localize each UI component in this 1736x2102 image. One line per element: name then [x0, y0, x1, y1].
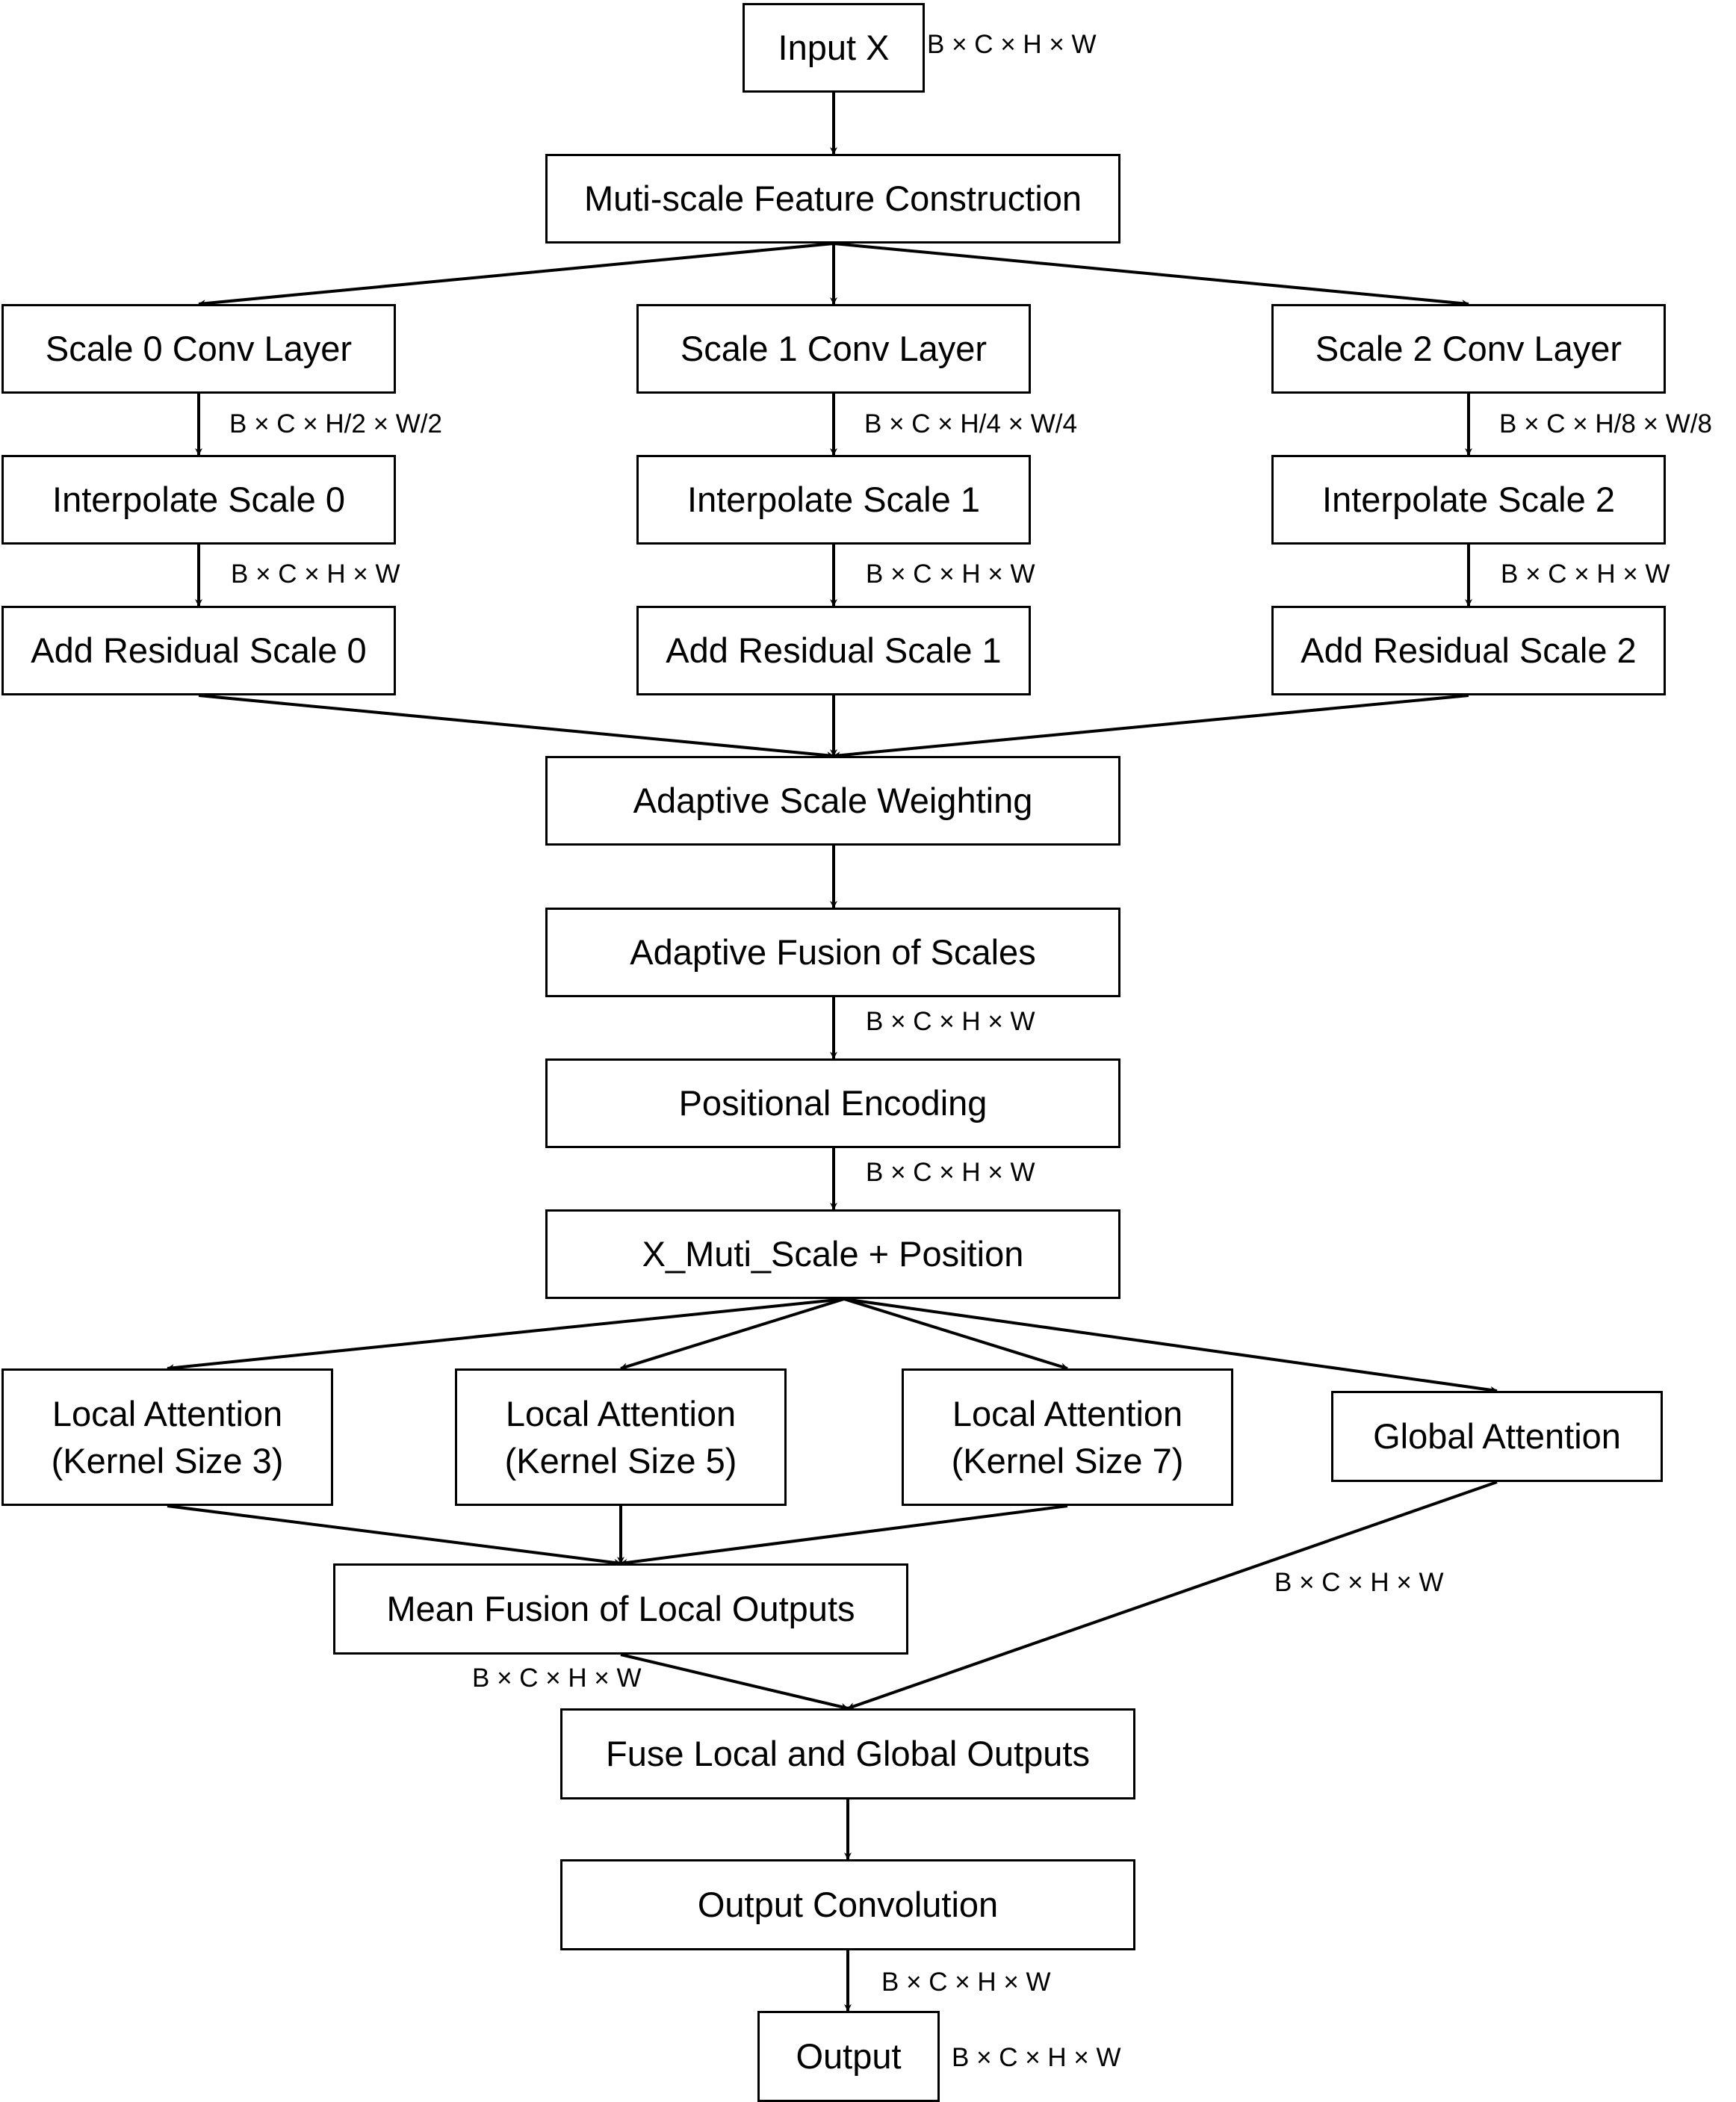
input-dim-label: B × C × H × W	[927, 30, 1097, 59]
output-label: Output	[796, 2036, 902, 2077]
feature-construction-label: Muti-scale Feature Construction	[583, 179, 1082, 219]
local-attention-k7-node: Local Attention (Kernel Size 7)	[902, 1368, 1233, 1506]
interpolate-scale0-node: Interpolate Scale 0	[1, 455, 396, 545]
local-attention-k7-title: Local Attention	[952, 1393, 1183, 1433]
positional-encoding-label: Positional Encoding	[678, 1083, 988, 1123]
edge-mean-to-fuse	[620, 1653, 849, 1711]
global-attention-dim-label: B × C × H × W	[1274, 1568, 1444, 1597]
scale2-conv-label: Scale 2 Conv Layer	[1315, 329, 1622, 369]
edge-xms-to-la7	[843, 1298, 1068, 1371]
interpolate-scale2-node: Interpolate Scale 2	[1271, 455, 1666, 545]
residual-scale0-label: Add Residual Scale 0	[31, 630, 367, 671]
residual-scale0-node: Add Residual Scale 0	[1, 606, 396, 695]
interpolate-scale1-label: Interpolate Scale 1	[687, 480, 980, 520]
residual-scale2-label: Add Residual Scale 2	[1301, 630, 1637, 671]
edge-xms-to-la3	[167, 1298, 845, 1372]
output-node: Output	[757, 2011, 940, 2102]
mean-fusion-node: Mean Fusion of Local Outputs	[333, 1563, 908, 1655]
multiscale-position-node: X_Muti_Scale + Position	[545, 1209, 1120, 1299]
local-attention-k7-kernel: (Kernel Size 7)	[951, 1441, 1184, 1481]
scale0-conv-node: Scale 0 Conv Layer	[1, 304, 396, 394]
positional-encoding-node: Positional Encoding	[545, 1058, 1120, 1148]
adaptive-scale-weighting-node: Adaptive Scale Weighting	[545, 756, 1120, 846]
interpolate-scale2-dim-label: B × C × H × W	[1501, 559, 1670, 589]
adaptive-scale-weighting-label: Adaptive Scale Weighting	[633, 781, 1033, 821]
input-node: Input X	[743, 3, 925, 93]
edge-ga-to-fuse	[847, 1481, 1498, 1710]
global-attention-label: Global Attention	[1373, 1416, 1621, 1457]
scale2-conv-dim-label: B × C × H/8 × W/8	[1499, 409, 1712, 438]
mean-fusion-dim-label: B × C × H × W	[472, 1664, 642, 1693]
adaptive-fusion-label: Adaptive Fusion of Scales	[630, 932, 1036, 973]
output-convolution-node: Output Convolution	[560, 1859, 1135, 1950]
edge-res0-to-asw	[198, 694, 834, 760]
interpolate-scale0-dim-label: B × C × H × W	[231, 559, 400, 589]
scale1-conv-label: Scale 1 Conv Layer	[680, 329, 988, 369]
residual-scale1-label: Add Residual Scale 1	[666, 630, 1002, 671]
edge-la3-to-mean	[167, 1504, 621, 1566]
adaptive-fusion-dim-label: B × C × H × W	[866, 1007, 1035, 1036]
scale1-conv-node: Scale 1 Conv Layer	[636, 304, 1031, 394]
scale0-conv-dim-label: B × C × H/2 × W/2	[229, 409, 442, 438]
edge-la7-to-mean	[620, 1504, 1068, 1566]
mean-fusion-label: Mean Fusion of Local Outputs	[386, 1589, 855, 1629]
residual-scale2-node: Add Residual Scale 2	[1271, 606, 1666, 695]
interpolate-scale2-label: Interpolate Scale 2	[1322, 480, 1615, 520]
local-attention-k3-node: Local Attention (Kernel Size 3)	[1, 1368, 333, 1506]
output-convolution-dim-label: B × C × H × W	[881, 1968, 1051, 1997]
input-label: Input X	[778, 28, 890, 68]
local-attention-k3-kernel: (Kernel Size 3)	[51, 1441, 284, 1481]
scale0-conv-label: Scale 0 Conv Layer	[45, 329, 353, 369]
output-convolution-label: Output Convolution	[697, 1885, 999, 1925]
output-dim-label: B × C × H × W	[952, 2043, 1121, 2072]
local-attention-k5-node: Local Attention (Kernel Size 5)	[455, 1368, 787, 1506]
fuse-local-global-node: Fuse Local and Global Outputs	[560, 1708, 1135, 1799]
edge-res2-to-asw	[833, 694, 1469, 760]
interpolate-scale1-node: Interpolate Scale 1	[636, 455, 1031, 545]
multiscale-position-label: X_Muti_Scale + Position	[642, 1234, 1024, 1274]
interpolate-scale1-dim-label: B × C × H × W	[866, 559, 1035, 589]
feature-construction-node: Muti-scale Feature Construction	[545, 154, 1120, 244]
scale2-conv-node: Scale 2 Conv Layer	[1271, 304, 1666, 394]
adaptive-fusion-node: Adaptive Fusion of Scales	[545, 908, 1120, 997]
fuse-local-global-label: Fuse Local and Global Outputs	[606, 1734, 1090, 1774]
local-attention-k5-kernel: (Kernel Size 5)	[504, 1441, 737, 1481]
local-attention-k5-title: Local Attention	[505, 1393, 737, 1433]
edge-xms-to-ga	[843, 1298, 1498, 1394]
local-attention-k3-title: Local Attention	[52, 1393, 283, 1433]
positional-encoding-dim-label: B × C × H × W	[866, 1158, 1035, 1187]
scale1-conv-dim-label: B × C × H/4 × W/4	[864, 409, 1077, 438]
edge-xms-to-la5	[620, 1298, 845, 1371]
interpolate-scale0-label: Interpolate Scale 0	[52, 480, 345, 520]
global-attention-node: Global Attention	[1331, 1391, 1663, 1482]
edge-msfc-to-conv2	[833, 242, 1469, 308]
residual-scale1-node: Add Residual Scale 1	[636, 606, 1031, 695]
edge-msfc-to-conv0	[198, 242, 834, 308]
